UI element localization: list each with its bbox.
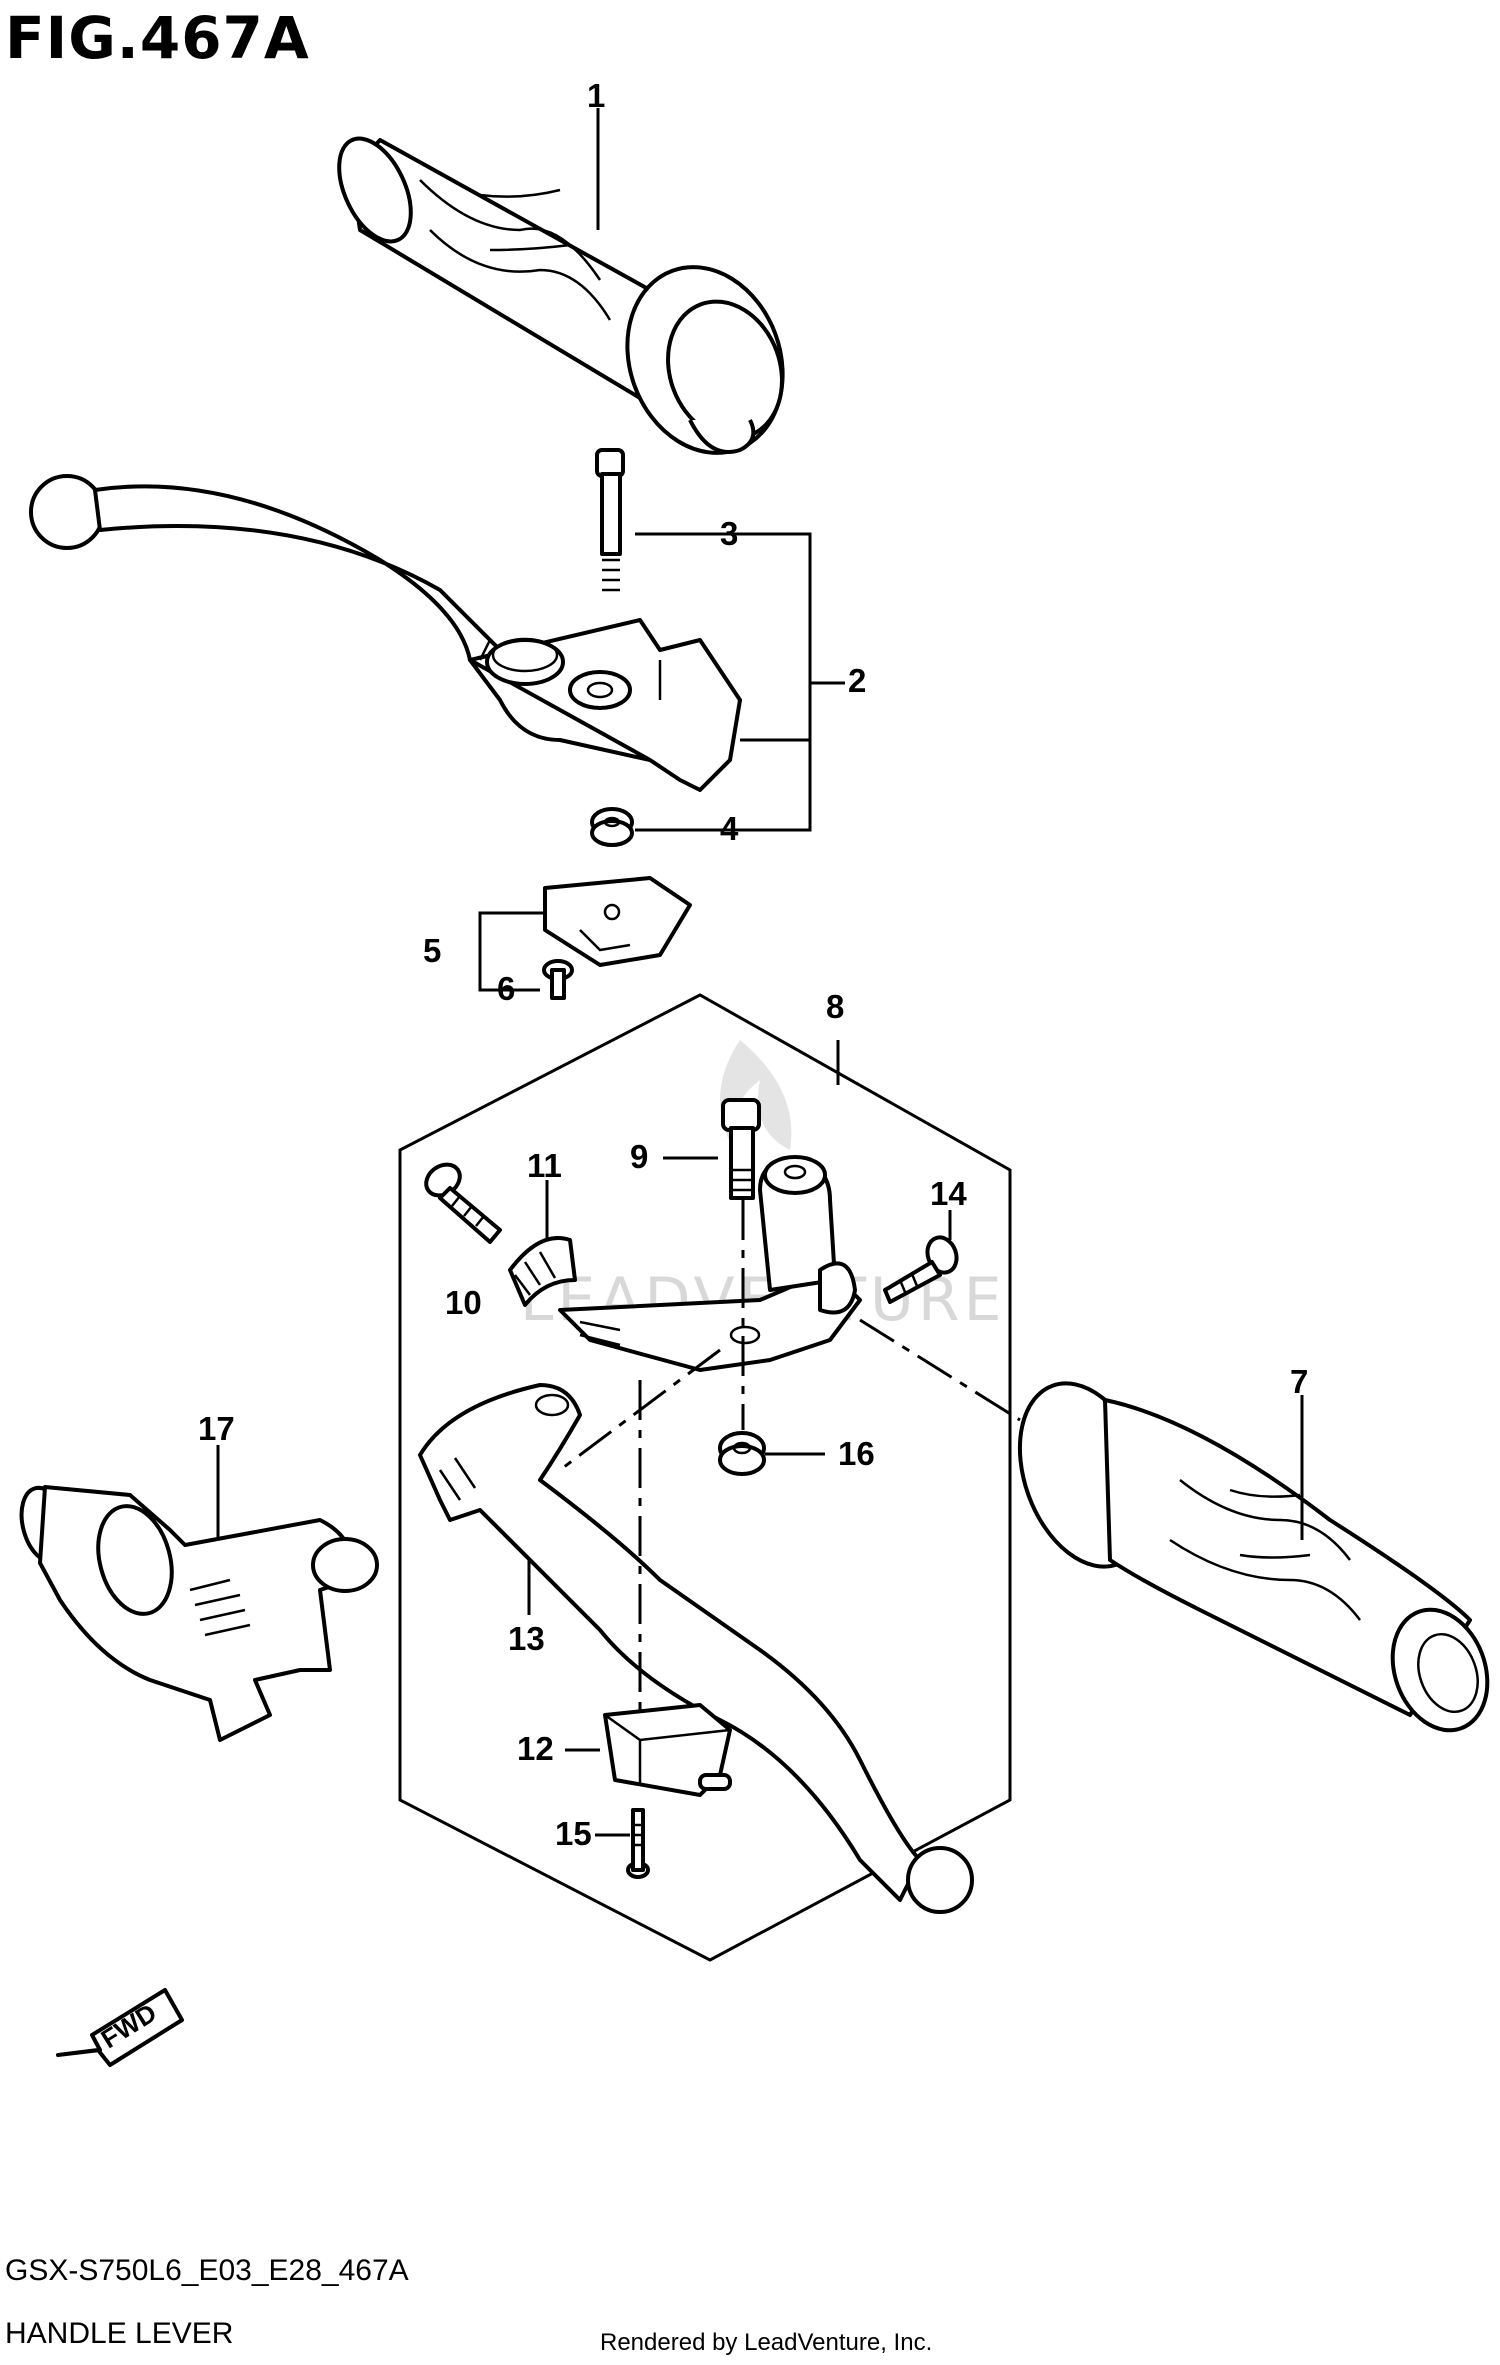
callout-8: 8 xyxy=(826,988,844,1025)
clutch-lever-assembly-outline xyxy=(398,993,1012,1962)
callout-1: 1 xyxy=(587,77,605,114)
callout-17: 17 xyxy=(198,1410,235,1447)
clutch-lever-nut[interactable] xyxy=(718,1431,766,1476)
leader-lines xyxy=(216,108,1304,1837)
clutch-switch-screw[interactable] xyxy=(626,1808,650,1879)
callout-labels: 1 2 3 4 5 6 7 8 9 10 11 12 13 14 15 16 1… xyxy=(198,77,1308,1852)
throttle-cable-housing[interactable] xyxy=(14,1483,379,1742)
callout-9: 9 xyxy=(630,1138,648,1175)
figure-title: FIG.467A xyxy=(5,4,310,72)
figure-name: HANDLE LEVER xyxy=(5,2317,233,2350)
front-brake-switch[interactable] xyxy=(543,876,692,967)
callout-2: 2 xyxy=(848,662,866,699)
throttle-grip[interactable] xyxy=(325,127,808,474)
adjuster-bolt[interactable] xyxy=(420,1158,502,1244)
callout-3: 3 xyxy=(720,515,738,552)
brake-lever-assembly[interactable] xyxy=(29,474,742,792)
callout-15: 15 xyxy=(555,1815,592,1852)
callout-16: 16 xyxy=(838,1435,875,1472)
figure-code: GSX-S750L6_E03_E28_467A xyxy=(5,2254,409,2287)
lever-nut[interactable] xyxy=(590,807,634,847)
forward-direction-arrow-icon: FWD xyxy=(56,1988,184,2067)
switch-screw[interactable] xyxy=(542,959,574,1000)
clutch-pivot-bolt[interactable] xyxy=(721,1098,761,1200)
holder-screw[interactable] xyxy=(883,1233,961,1304)
callout-6: 6 xyxy=(497,970,515,1007)
render-credit: Rendered by LeadVenture, Inc. xyxy=(600,2329,932,2356)
callout-11: 11 xyxy=(527,1147,562,1184)
left-handle-grip[interactable] xyxy=(996,1365,1500,1743)
callout-13: 13 xyxy=(508,1620,545,1657)
callout-14: 14 xyxy=(930,1175,967,1212)
clutch-lever-holder[interactable] xyxy=(558,1155,862,1372)
callout-10: 10 xyxy=(445,1284,482,1321)
callout-7: 7 xyxy=(1290,1363,1308,1400)
clutch-switch[interactable] xyxy=(603,1703,732,1797)
pivot-bolt[interactable] xyxy=(595,448,625,592)
callout-12: 12 xyxy=(517,1730,554,1767)
callout-4: 4 xyxy=(720,810,739,847)
clutch-lever[interactable] xyxy=(418,1383,974,1914)
callout-5: 5 xyxy=(423,932,441,969)
adjuster-dial[interactable] xyxy=(508,1236,577,1307)
